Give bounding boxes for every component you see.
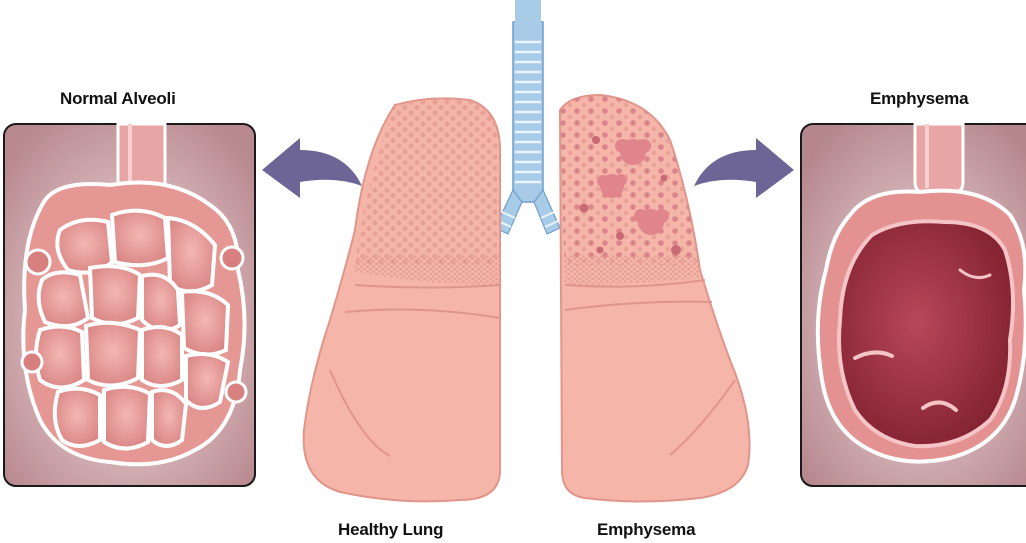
emphysema-lung-label: Emphysema <box>597 520 696 539</box>
normal-alveoli-panel <box>3 122 256 487</box>
emphysema-panel <box>800 122 1026 487</box>
healthy-lung-label: Healthy Lung <box>338 520 444 539</box>
emphysema-panel-label: Emphysema <box>870 89 969 108</box>
trachea <box>494 0 561 235</box>
healthy-lung <box>302 97 501 503</box>
arrow-right-icon <box>694 138 794 198</box>
arrow-left-icon <box>262 138 362 198</box>
lungs-illustration <box>302 0 751 503</box>
normal-alveoli-label: Normal Alveoli <box>60 89 176 108</box>
emphysema-lung <box>558 93 751 503</box>
